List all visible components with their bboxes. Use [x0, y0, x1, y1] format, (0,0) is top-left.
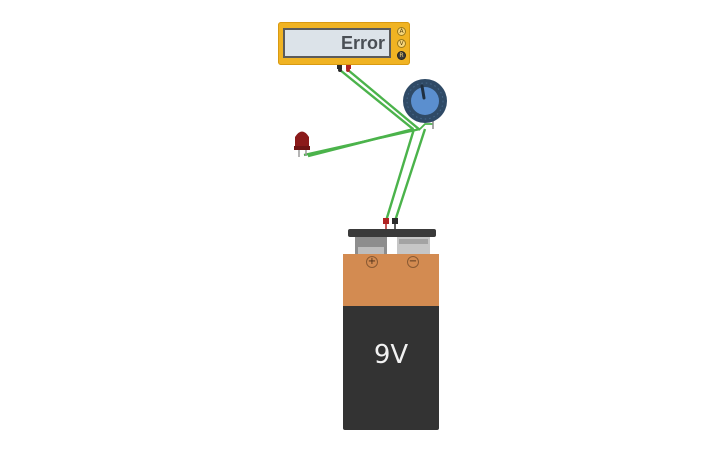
battery-terminal-negative-top: [399, 239, 428, 244]
mode-button-v[interactable]: V: [397, 39, 406, 48]
wire-battery-pos[interactable]: [384, 128, 416, 222]
positive-sign-icon: +: [366, 256, 378, 268]
battery-label: 9V: [373, 340, 409, 370]
wires: [303, 69, 433, 222]
meter-probe-black[interactable]: [337, 63, 342, 72]
wire-meter-black[interactable]: [339, 69, 414, 130]
pot-knob[interactable]: [411, 87, 439, 115]
battery-top-band[interactable]: [343, 254, 439, 307]
led-component[interactable]: [294, 131, 310, 158]
wire-pot-pin[interactable]: [419, 123, 433, 130]
wire-meter-red[interactable]: [347, 69, 421, 131]
multimeter[interactable]: Error A V R: [278, 22, 410, 65]
mode-button-a[interactable]: A: [397, 27, 406, 36]
wire-battery-neg[interactable]: [393, 128, 427, 222]
meter-display: Error: [283, 28, 391, 58]
mode-button-r[interactable]: R: [397, 51, 406, 60]
negative-sign-icon: −: [407, 256, 419, 268]
battery-9v[interactable]: 9V: [343, 306, 439, 430]
battery-cap: [348, 229, 436, 237]
wire-led-2[interactable]: [303, 127, 421, 157]
battery-terminal-positive-base: [358, 247, 384, 254]
potentiometer[interactable]: [403, 79, 447, 129]
pot-pointer: [420, 84, 426, 100]
meter-probe-red[interactable]: [346, 63, 351, 72]
